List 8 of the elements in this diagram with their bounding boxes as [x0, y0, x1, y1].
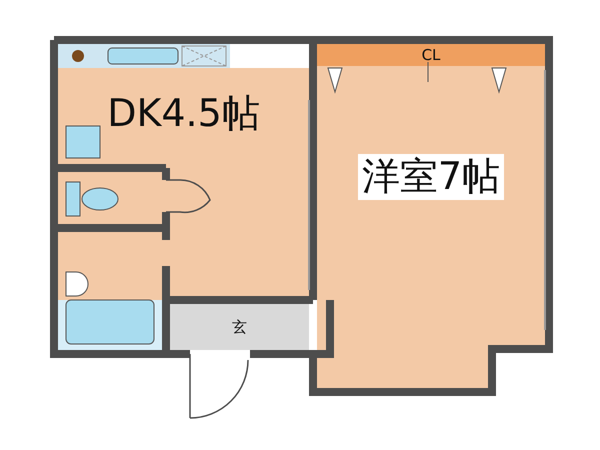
western-room [317, 66, 545, 388]
entrance-area [170, 304, 309, 350]
room-label: 玄 [232, 318, 247, 336]
dining-kitchen-room [58, 68, 309, 300]
room-label: 洋室7帖 [358, 154, 504, 200]
closet-area [317, 44, 545, 66]
room-label: DK4.5帖 [107, 93, 260, 135]
room-label: CL [422, 46, 440, 64]
